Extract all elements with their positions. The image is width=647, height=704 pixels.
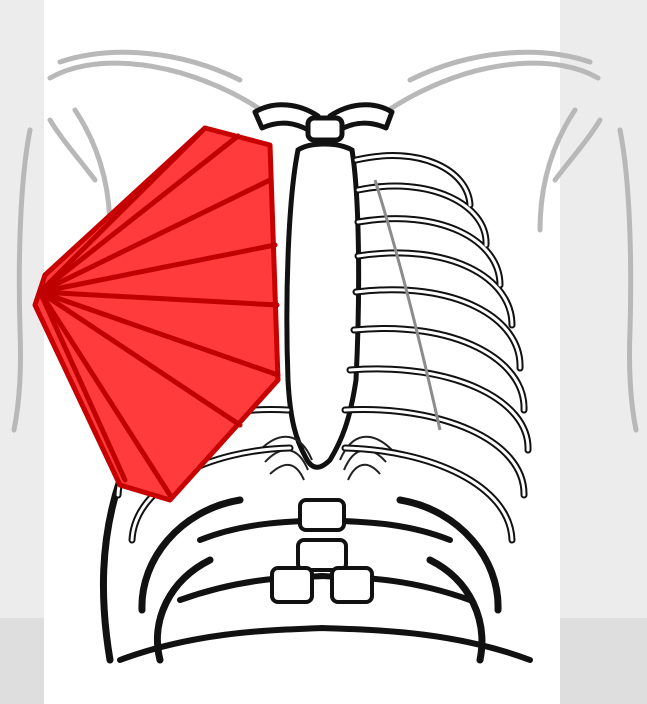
sternum bbox=[287, 144, 359, 467]
clavicles bbox=[255, 105, 392, 140]
vertebrae bbox=[272, 500, 372, 602]
rib-inner-right bbox=[345, 156, 528, 540]
pectoralis-muscle bbox=[35, 128, 278, 500]
